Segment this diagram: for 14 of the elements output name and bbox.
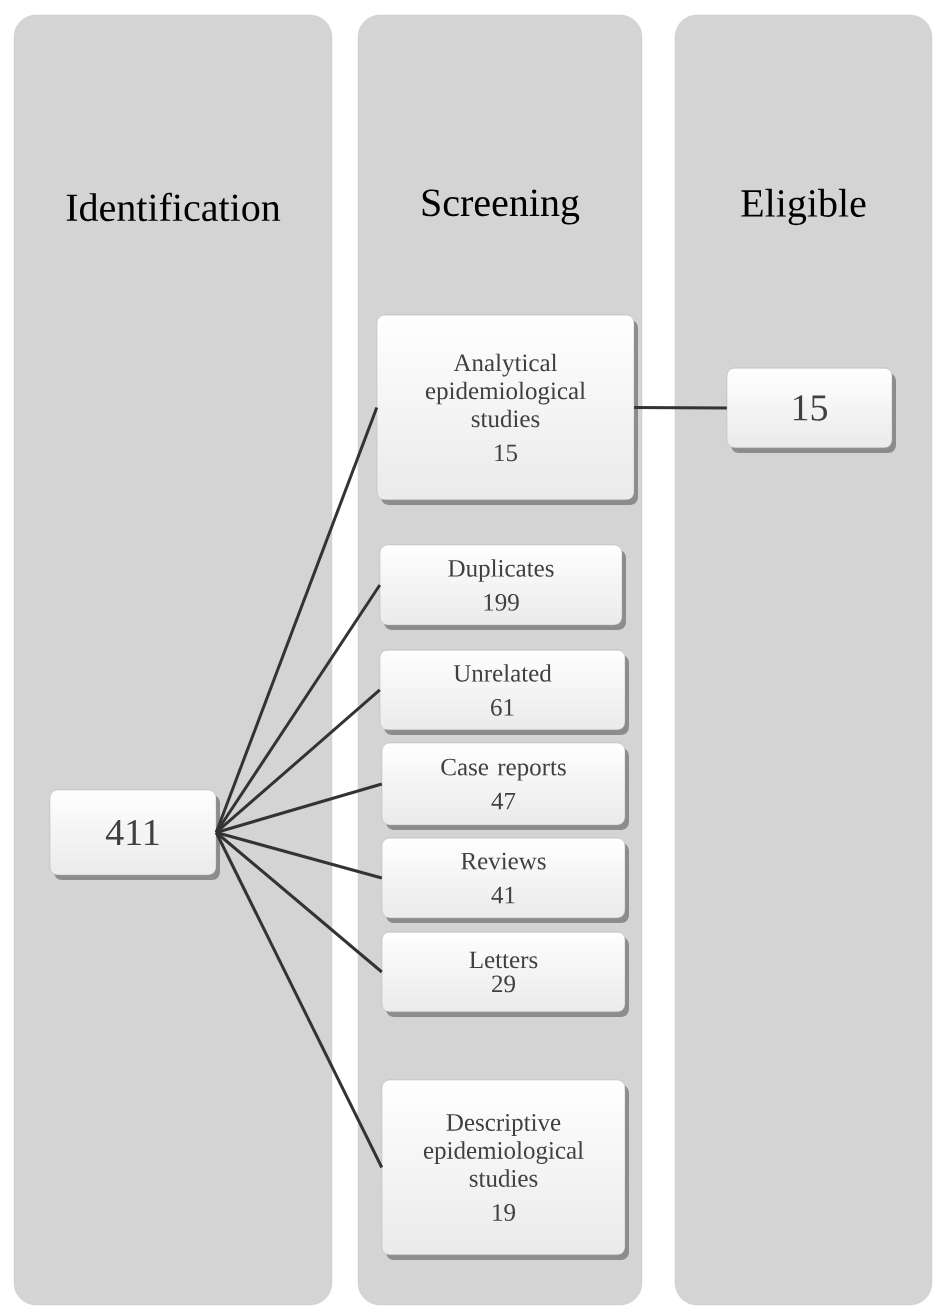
connector-line — [215, 831, 383, 974]
process-box: Descriptive epidemiological studies 19 — [381, 1079, 629, 1260]
process-box: 15 — [726, 367, 896, 453]
process-box: Case reports 47 — [381, 742, 629, 830]
process-box: Reviews 41 — [381, 837, 629, 923]
connector-line — [215, 688, 381, 834]
process-box: 411 — [49, 789, 220, 880]
connector-line — [214, 406, 379, 834]
connector-line — [634, 406, 727, 410]
process-box: Unrelated 61 — [379, 649, 629, 735]
process-box: Analytical epidemiological studies 15 — [376, 314, 638, 505]
connector-line — [214, 831, 384, 1169]
process-box: Letters 29 — [381, 931, 629, 1017]
process-box: Duplicates 199 — [379, 544, 626, 630]
